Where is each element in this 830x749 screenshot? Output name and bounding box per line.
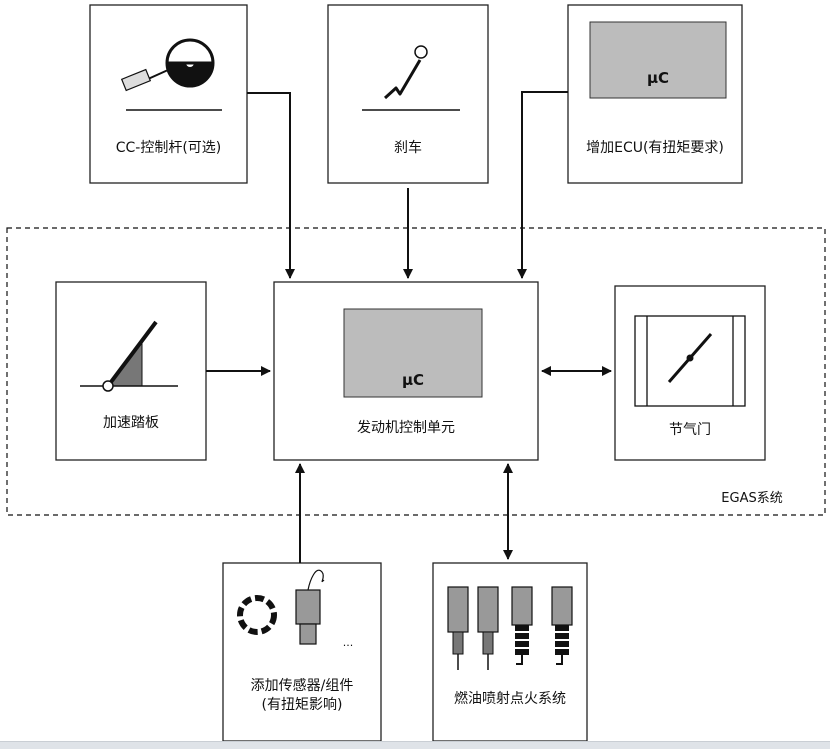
cc-lever-block: [89, 4, 248, 184]
extra-ecu-to-ecu-arrow: [517, 91, 568, 279]
cc-control-stalk-icon: [120, 68, 169, 92]
sensors-label-line1: 添加传感器/组件: [250, 678, 354, 694]
spark-plug-icon: [511, 586, 533, 665]
extra-ecu-label: 增加ECU(有扭矩要求): [586, 140, 724, 156]
fuel-injector-icon: [477, 586, 499, 670]
cc-lever-label: CC-控制杆(可选): [115, 140, 222, 156]
brake-label: 刹车: [394, 140, 422, 156]
cc-to-ecu-arrow: [247, 92, 295, 279]
fuel-injector-icon: [447, 586, 469, 670]
ecu-chip-label: μC: [401, 371, 425, 389]
extra-ecu-chip-label: μC: [646, 69, 670, 87]
throttle-label: 节气门: [669, 422, 711, 438]
ecu-label: 发动机控制单元: [357, 420, 455, 436]
sensors-ellipsis: ...: [342, 636, 354, 649]
spark-plug-icon: [551, 586, 573, 665]
brake-pedal-icon: [383, 45, 428, 100]
ecu-chip: [343, 308, 483, 398]
egas-system-boundary: [6, 227, 826, 516]
bottom-edge-strip: [0, 741, 830, 749]
accelerator-pedal-icon: [80, 320, 178, 392]
injection-label: 燃油喷射点火系统: [454, 691, 566, 707]
accelerator-label: 加速踏板: [103, 415, 159, 431]
throttle-valve-icon: [634, 315, 746, 407]
sensors-label-line2: (有扭矩影响): [261, 697, 343, 713]
sensors-block: [222, 562, 382, 742]
extra-ecu-chip: [589, 21, 727, 99]
egas-system-label: EGAS系统: [721, 491, 783, 506]
sensor-probe-icon: [295, 569, 325, 645]
brake-block: [327, 4, 489, 184]
steering-wheel-icon: [165, 38, 215, 88]
sensor-wheel-icon: [237, 595, 277, 635]
